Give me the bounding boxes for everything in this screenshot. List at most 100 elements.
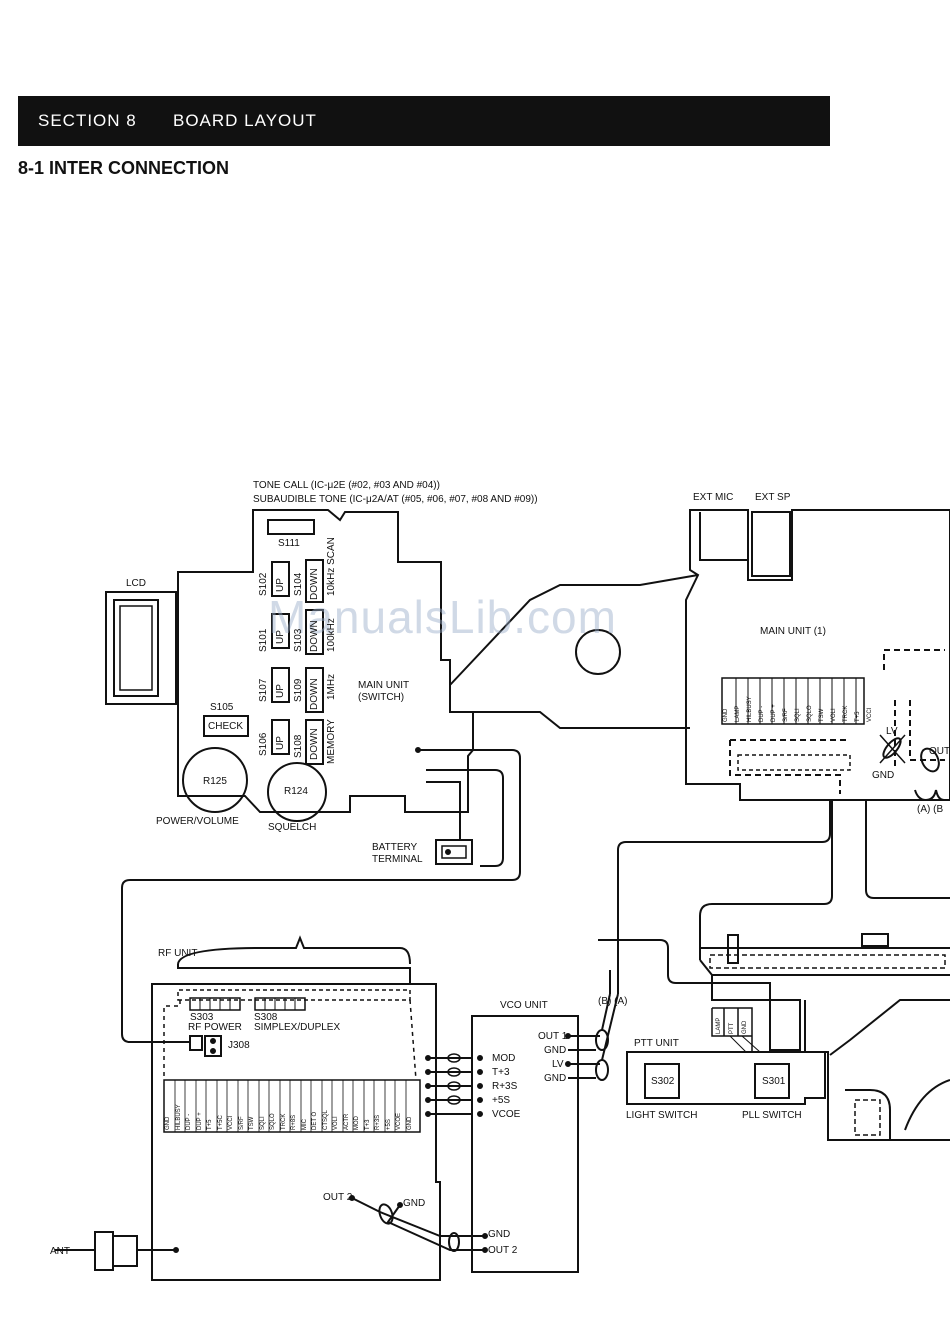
rf-gnd-label: GND bbox=[403, 1198, 426, 1209]
main-lv-label: LV bbox=[886, 726, 898, 737]
rf-pin-t5: T+5 bbox=[207, 1119, 213, 1130]
ant-label: ANT bbox=[50, 1246, 70, 1257]
rf-pin-det-o: DET O bbox=[312, 1111, 318, 1130]
s109-label: S109 bbox=[293, 678, 304, 702]
s101-label: S101 bbox=[258, 628, 269, 652]
vco-5s-label: +5S bbox=[492, 1095, 511, 1106]
vco-t3-label: T+3 bbox=[492, 1067, 510, 1078]
ptt-pin-lamp: LAMP bbox=[716, 1017, 722, 1034]
rf-pin-vcoe: VCOE bbox=[396, 1112, 402, 1130]
r125-label: R125 bbox=[203, 776, 227, 787]
rf-pin-dup-plus: DUP + bbox=[197, 1112, 203, 1130]
rf-board-outline bbox=[151, 983, 441, 1281]
rf-pin-tsw: TSW bbox=[249, 1116, 255, 1130]
vco-lv-label: LV bbox=[552, 1059, 564, 1070]
lcd-label: LCD bbox=[126, 578, 147, 589]
main-pin-vcci: VCCI bbox=[867, 707, 873, 722]
vco-r3s-label: R+3S bbox=[492, 1081, 518, 1092]
s107-up-button[interactable]: UP bbox=[275, 684, 286, 698]
main-pin-trck: TRCK bbox=[843, 705, 849, 722]
s104-label: S104 bbox=[293, 572, 304, 596]
s302-button-label[interactable]: S302 bbox=[651, 1076, 675, 1087]
rf-pin-mic: MIC bbox=[302, 1119, 308, 1130]
vco-ba-label: (B) (A) bbox=[598, 996, 628, 1007]
s111-label: S111 bbox=[278, 538, 300, 549]
main-pin-dup-plus: DUP + bbox=[771, 704, 777, 722]
ptt-board-outline bbox=[626, 1051, 826, 1105]
vco-gnd3-label: GND bbox=[488, 1229, 511, 1240]
speaker-hole bbox=[575, 629, 621, 675]
main-pin-tsw: TSW bbox=[819, 708, 825, 722]
rf-pin-r8s: R+8S bbox=[291, 1114, 297, 1130]
squelch-label: SQUELCH bbox=[268, 822, 317, 833]
main-unit-switch-sub: (SWITCH) bbox=[358, 692, 405, 703]
main-pin-hilbusy: HILBUSY bbox=[747, 696, 753, 722]
main-pin-gnd: GND bbox=[723, 708, 729, 722]
tone-call-note: TONE CALL (IC-μ2E (#02, #03 AND #04)) bbox=[253, 480, 440, 491]
s101-up-button[interactable]: UP bbox=[275, 630, 286, 644]
rf-pin-vcci: VCCI bbox=[228, 1115, 234, 1130]
vco-vcoe-label: VCOE bbox=[492, 1109, 521, 1120]
switch-board-outline bbox=[177, 509, 474, 813]
rf-pin-dup-minus: DUP - bbox=[186, 1113, 192, 1130]
main-pin-sqli: SQLI bbox=[795, 708, 801, 722]
khz-100-label: 100kHz bbox=[326, 618, 337, 652]
power-volume-label: POWER/VOLUME bbox=[156, 816, 239, 827]
rf-pin-trck: TRCK bbox=[281, 1113, 287, 1130]
rf-pin-sqlo: SQLO bbox=[270, 1113, 276, 1130]
s108-down-button[interactable]: DOWN bbox=[309, 728, 320, 760]
ext-sp-label: EXT SP bbox=[755, 492, 791, 503]
s106-up-button[interactable]: UP bbox=[275, 736, 286, 750]
s106-label: S106 bbox=[258, 732, 269, 756]
check-button[interactable]: CHECK bbox=[208, 721, 244, 732]
main-ab-label: (A) (B bbox=[917, 804, 944, 815]
rf-pin-actr: ACTR bbox=[344, 1113, 350, 1130]
section-header: SECTION 8 BOARD LAYOUT bbox=[18, 96, 830, 146]
main-board-outline bbox=[685, 509, 950, 801]
rf-pin-5s: +5S bbox=[386, 1119, 392, 1130]
mhz-1-label: 1MHz bbox=[326, 673, 337, 700]
main-out-label: OUT bbox=[929, 746, 950, 757]
rf-pin-gnd-2: GND bbox=[407, 1116, 413, 1130]
ptt-pin-ptt: PTT bbox=[729, 1022, 735, 1034]
lcd-outline bbox=[105, 591, 177, 705]
j308-label: J308 bbox=[228, 1040, 250, 1051]
r125-knob bbox=[182, 747, 248, 813]
rf-pin-t3: T+3 bbox=[365, 1119, 371, 1130]
vco-out2-label: OUT 2 bbox=[488, 1245, 518, 1256]
rf-pin-mod: MOD bbox=[354, 1116, 360, 1130]
rf-pin-r3s: R+3S bbox=[375, 1114, 381, 1130]
light-switch-label: LIGHT SWITCH bbox=[626, 1110, 698, 1121]
rf-pin-t5c: T+5C bbox=[218, 1115, 224, 1130]
battery-label: BATTERY bbox=[372, 842, 418, 853]
rf-pin-sqli: SQLI bbox=[260, 1116, 266, 1130]
s102-up-button[interactable]: UP bbox=[275, 578, 286, 592]
s108-label: S108 bbox=[293, 734, 304, 758]
rf-out2-label: OUT 2 bbox=[323, 1192, 353, 1203]
vco-mod-label: MOD bbox=[492, 1053, 516, 1064]
s301-button-label[interactable]: S301 bbox=[762, 1076, 786, 1087]
main-pin-t5: T+5 bbox=[855, 711, 861, 722]
section-number: SECTION 8 bbox=[38, 111, 137, 130]
rf-pin-hilbusy: HILBUSY bbox=[176, 1104, 182, 1130]
s104-down-button[interactable]: DOWN bbox=[309, 568, 320, 600]
main-pin-dup-minus: DUP - bbox=[759, 705, 765, 722]
main-pin-lamp: LAMP bbox=[735, 705, 741, 722]
s308-switch bbox=[254, 997, 306, 1011]
ant-connector bbox=[94, 1231, 114, 1271]
s103-down-button[interactable]: DOWN bbox=[309, 620, 320, 652]
main-pin-srf: S/RF bbox=[783, 708, 789, 722]
main-unit-1-label: MAIN UNIT (1) bbox=[760, 626, 826, 637]
j308-jack bbox=[204, 1035, 222, 1057]
s109-down-button[interactable]: DOWN bbox=[309, 678, 320, 710]
s301-button bbox=[754, 1063, 790, 1099]
s111-switch bbox=[267, 519, 315, 535]
rf-pin-voli: VOLI bbox=[333, 1116, 339, 1130]
memory-label: MEMORY bbox=[326, 719, 337, 764]
lcd-window bbox=[113, 599, 159, 697]
s103-label: S103 bbox=[293, 628, 304, 652]
s107-label: S107 bbox=[258, 678, 269, 702]
manualslib-watermark: ManualsLib.com bbox=[268, 591, 617, 643]
section-title: BOARD LAYOUT bbox=[173, 111, 317, 130]
battery-terminal bbox=[435, 839, 473, 865]
